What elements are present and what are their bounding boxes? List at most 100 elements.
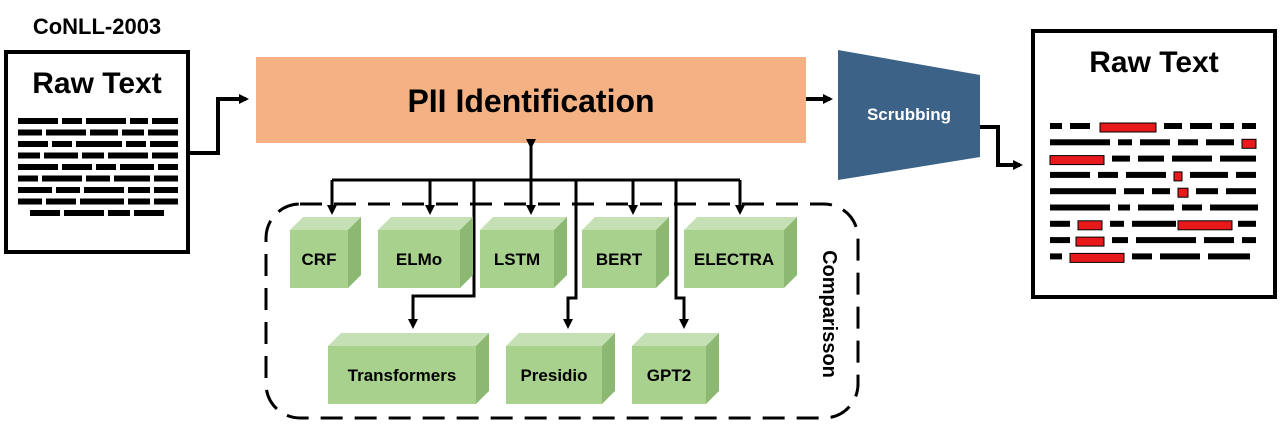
text-line-dash (1242, 237, 1256, 244)
text-line-dash (114, 175, 150, 182)
text-line-dash (18, 118, 58, 124)
text-line-dash (46, 129, 86, 136)
text-line-dash (18, 198, 42, 205)
input-document: Raw Text (4, 50, 190, 254)
model-label-bert: BERT (596, 250, 643, 269)
text-line-dash (52, 141, 72, 147)
input-text-lines (18, 118, 178, 216)
text-line-dash (1164, 123, 1182, 129)
text-line-dash (150, 141, 178, 147)
redacted-token (1099, 122, 1157, 133)
text-line-dash (56, 187, 80, 193)
text-line-dash (154, 198, 178, 205)
input-document-title: Raw Text (32, 67, 161, 100)
text-line-dash (108, 152, 148, 159)
text-line-dash (18, 152, 40, 159)
text-line-dash (82, 152, 104, 159)
text-line-dash (1132, 253, 1152, 260)
model-cube-lstm: LSTM (480, 217, 567, 288)
text-line-dash (1050, 123, 1062, 129)
output-document-title: Raw Text (1089, 46, 1218, 79)
text-line-dash (1236, 171, 1256, 178)
text-line-dash (1124, 188, 1144, 195)
text-line-dash (42, 175, 82, 182)
text-line-dash (1160, 253, 1200, 260)
model-cube-electra: ELECTRA (684, 217, 797, 288)
text-line-dash (1050, 171, 1090, 178)
model-cube-crf: CRF (290, 217, 361, 288)
redacted-token (1177, 187, 1189, 198)
text-line-dash (1112, 237, 1128, 244)
text-line-dash (120, 164, 154, 170)
redacted-token (1069, 252, 1125, 263)
model-label-lstm: LSTM (494, 250, 540, 269)
text-line-dash (158, 164, 178, 170)
text-line-dash (128, 198, 150, 205)
scrubbing-block: Scrubbing (838, 50, 980, 180)
text-line-dash (80, 198, 124, 205)
text-line-dash (1210, 204, 1258, 211)
text-line-dash (1178, 139, 1198, 146)
text-line-dash (1050, 139, 1110, 146)
text-line-dash (76, 141, 122, 147)
text-line-dash (1070, 123, 1090, 129)
text-line-dash (152, 118, 178, 124)
redacted-token (1173, 171, 1183, 182)
text-line-dash (122, 129, 144, 136)
text-line-dash (1132, 220, 1176, 227)
model-label-elmo: ELMo (396, 250, 442, 269)
text-line-dash (96, 164, 116, 170)
text-line-dash (1206, 139, 1234, 146)
model-label-electra: ELECTRA (694, 250, 774, 269)
text-line-dash (30, 210, 60, 216)
comparison-region: Comparisson (264, 202, 860, 420)
text-line-dash (130, 118, 148, 124)
text-line-dash (1242, 123, 1256, 129)
dataset-label: CoNLL-2003 (33, 14, 161, 39)
text-line-dash (1138, 204, 1174, 211)
text-line-dash (84, 187, 124, 193)
redacted-token (1077, 220, 1103, 231)
redacted-token (1241, 138, 1257, 149)
text-line-dash (1098, 171, 1118, 178)
text-line-dash (1140, 139, 1170, 146)
text-line-dash (90, 129, 118, 136)
text-line-dash (1112, 155, 1130, 162)
text-line-dash (86, 118, 126, 124)
pii-identification-label: PII Identification (407, 83, 654, 119)
text-line-dash (1208, 253, 1250, 260)
text-line-dash (1136, 237, 1196, 244)
text-line-dash (1050, 220, 1070, 227)
model-label-gpt2: GPT2 (647, 366, 691, 385)
text-line-dash (18, 175, 38, 182)
text-line-dash (44, 152, 78, 159)
text-line-dash (134, 210, 164, 216)
text-line-dash (1172, 155, 1212, 162)
text-line-dash (1138, 155, 1164, 162)
model-cube-bert: BERT (582, 217, 669, 288)
text-line-dash (1118, 204, 1130, 211)
text-line-dash (1152, 188, 1170, 195)
text-line-dash (18, 187, 52, 193)
text-line-dash (18, 129, 42, 136)
text-line-dash (1204, 237, 1234, 244)
text-line-dash (152, 152, 178, 159)
text-line-dash (126, 141, 146, 147)
text-line-dash (1226, 188, 1256, 195)
text-line-dash (1050, 204, 1110, 211)
comparison-label: Comparisson (818, 250, 840, 378)
model-cube-transformers: Transformers (328, 333, 489, 404)
model-label-transformers: Transformers (348, 366, 457, 385)
scrubbing-label: Scrubbing (867, 105, 951, 124)
text-line-dash (1110, 220, 1124, 227)
text-line-dash (46, 198, 76, 205)
model-label-presidio: Presidio (520, 366, 587, 385)
text-line-dash (1182, 204, 1202, 211)
pii-identification-box: PII Identification (256, 57, 806, 143)
text-line-dash (1196, 188, 1218, 195)
text-line-dash (64, 210, 104, 216)
text-line-dash (1190, 123, 1212, 129)
redacted-token (1075, 236, 1105, 247)
